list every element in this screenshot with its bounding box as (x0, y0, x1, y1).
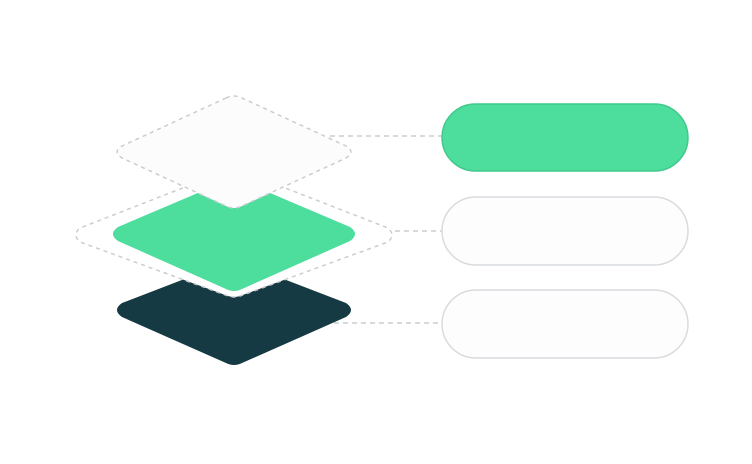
option-pill-3[interactable] (441, 289, 689, 359)
option-pill-2[interactable] (441, 196, 689, 266)
layer-bottom-icon (117, 261, 351, 365)
layer-middle-icon (113, 179, 355, 291)
layer-top-icon (116, 95, 352, 209)
option-pill-1[interactable] (441, 103, 689, 172)
